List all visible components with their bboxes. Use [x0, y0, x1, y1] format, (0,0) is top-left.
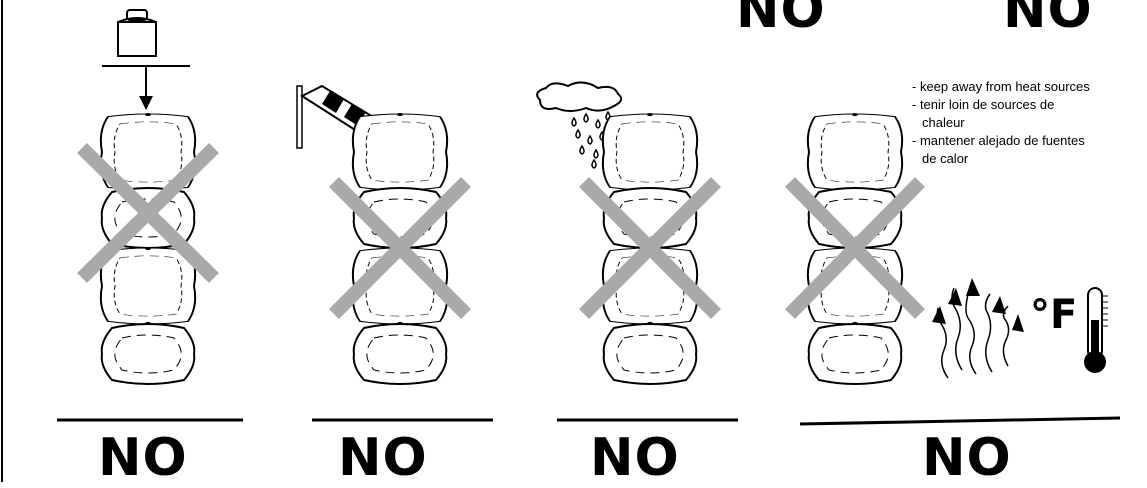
warning-line-en: - keep away from heat sources: [912, 78, 1142, 96]
warning-line-es-cont: de calor: [912, 150, 1142, 168]
warning-line-es: - mantener alejado de fuentes: [912, 132, 1142, 150]
top-no-label-1: NO: [736, 0, 826, 36]
warning-line-fr-cont: chaleur: [912, 114, 1142, 132]
weight-icon: [102, 10, 190, 110]
underline: [800, 418, 1120, 424]
thermometer-icon: [1084, 288, 1108, 373]
bottom-no-label-3: NO: [590, 432, 680, 484]
temperature-unit: °F: [1030, 292, 1077, 338]
bottom-no-label-4: NO: [922, 432, 1012, 484]
warning-line-fr: - tenir loin de sources de: [912, 96, 1142, 114]
panel-1: [57, 10, 243, 420]
heat-arrowheads: [932, 278, 1024, 332]
top-no-label-2: NO: [1003, 0, 1093, 36]
bottom-no-label-2: NO: [338, 432, 428, 484]
heat-warning-text: - keep away from heat sources - tenir lo…: [912, 78, 1142, 168]
panel-2: [297, 86, 493, 420]
panel-3: [537, 82, 738, 420]
bottom-no-label-1: NO: [98, 432, 188, 484]
